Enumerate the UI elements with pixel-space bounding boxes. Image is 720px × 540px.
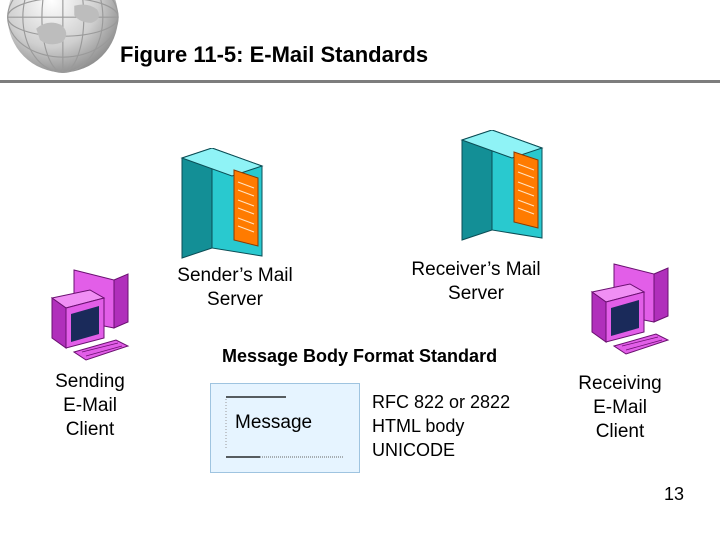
standard-item: UNICODE <box>372 440 456 460</box>
title-bar <box>7 0 119 73</box>
standard-heading: Message Body Format Standard <box>222 346 498 366</box>
sender-server-icon <box>180 148 264 259</box>
standard-item: HTML body <box>372 416 465 436</box>
sender-server-label: Sender’s Mail Server <box>177 265 293 310</box>
globe-icon <box>7 0 119 73</box>
sending-client-computer-icon <box>50 269 130 361</box>
sending-client-label: Sending E-Mail Client <box>55 371 125 440</box>
message-label: Message <box>235 412 313 433</box>
standards-list: RFC 822 or 2822 HTML body UNICODE <box>372 390 510 462</box>
receiving-client-computer-icon <box>590 263 670 355</box>
receiver-server-label: Receiver’s Mail Server <box>411 259 541 304</box>
title-divider <box>0 80 720 83</box>
standard-item: RFC 822 or 2822 <box>372 392 511 412</box>
receiver-server-icon <box>460 130 544 241</box>
page-title: Figure 11-5: E-Mail Standards <box>120 42 429 67</box>
message-document <box>210 383 360 473</box>
page-number: 13 <box>664 484 685 504</box>
receiving-client-label: Receiving E-Mail Client <box>578 373 662 442</box>
message-document-lines <box>225 396 344 458</box>
